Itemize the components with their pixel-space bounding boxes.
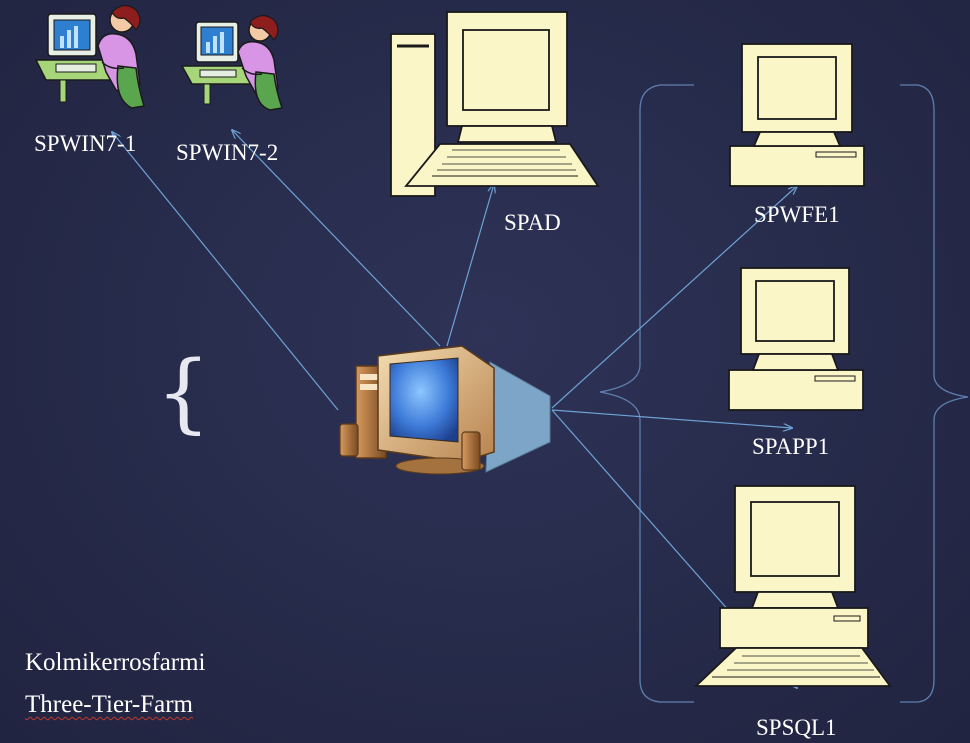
connector-to-spad [446,184,494,347]
spwfe1-computer-icon [729,43,865,187]
label-spwin7-2: SPWIN7-2 [176,140,278,165]
label-spwin7-1: SPWIN7-1 [34,131,136,156]
server-group-bracket [599,84,969,703]
farm-name-finnish: Kolmikerrosfarmi [25,649,206,676]
connector-to-spwin7-2 [232,130,441,347]
farm-name-english: Three-Tier-Farm [25,691,193,718]
connector-to-spapp1 [551,409,792,428]
label-spad: SPAD [504,210,561,235]
connector-to-spwin7-1 [112,132,339,411]
label-spsql1: SPSQL1 [756,715,837,740]
connector-to-spwfe1 [551,186,797,409]
client-user-1-icon [34,4,145,109]
spsql1-computer-icon [693,485,892,687]
spad-computer-icon [390,11,600,197]
spapp1-computer-icon [728,267,864,411]
left-brace: { [156,343,211,443]
label-spapp1: SPAPP1 [752,434,829,459]
central-computer-icon [339,345,551,475]
label-spwfe1: SPWFE1 [754,202,840,227]
client-user-2-icon [180,14,283,111]
